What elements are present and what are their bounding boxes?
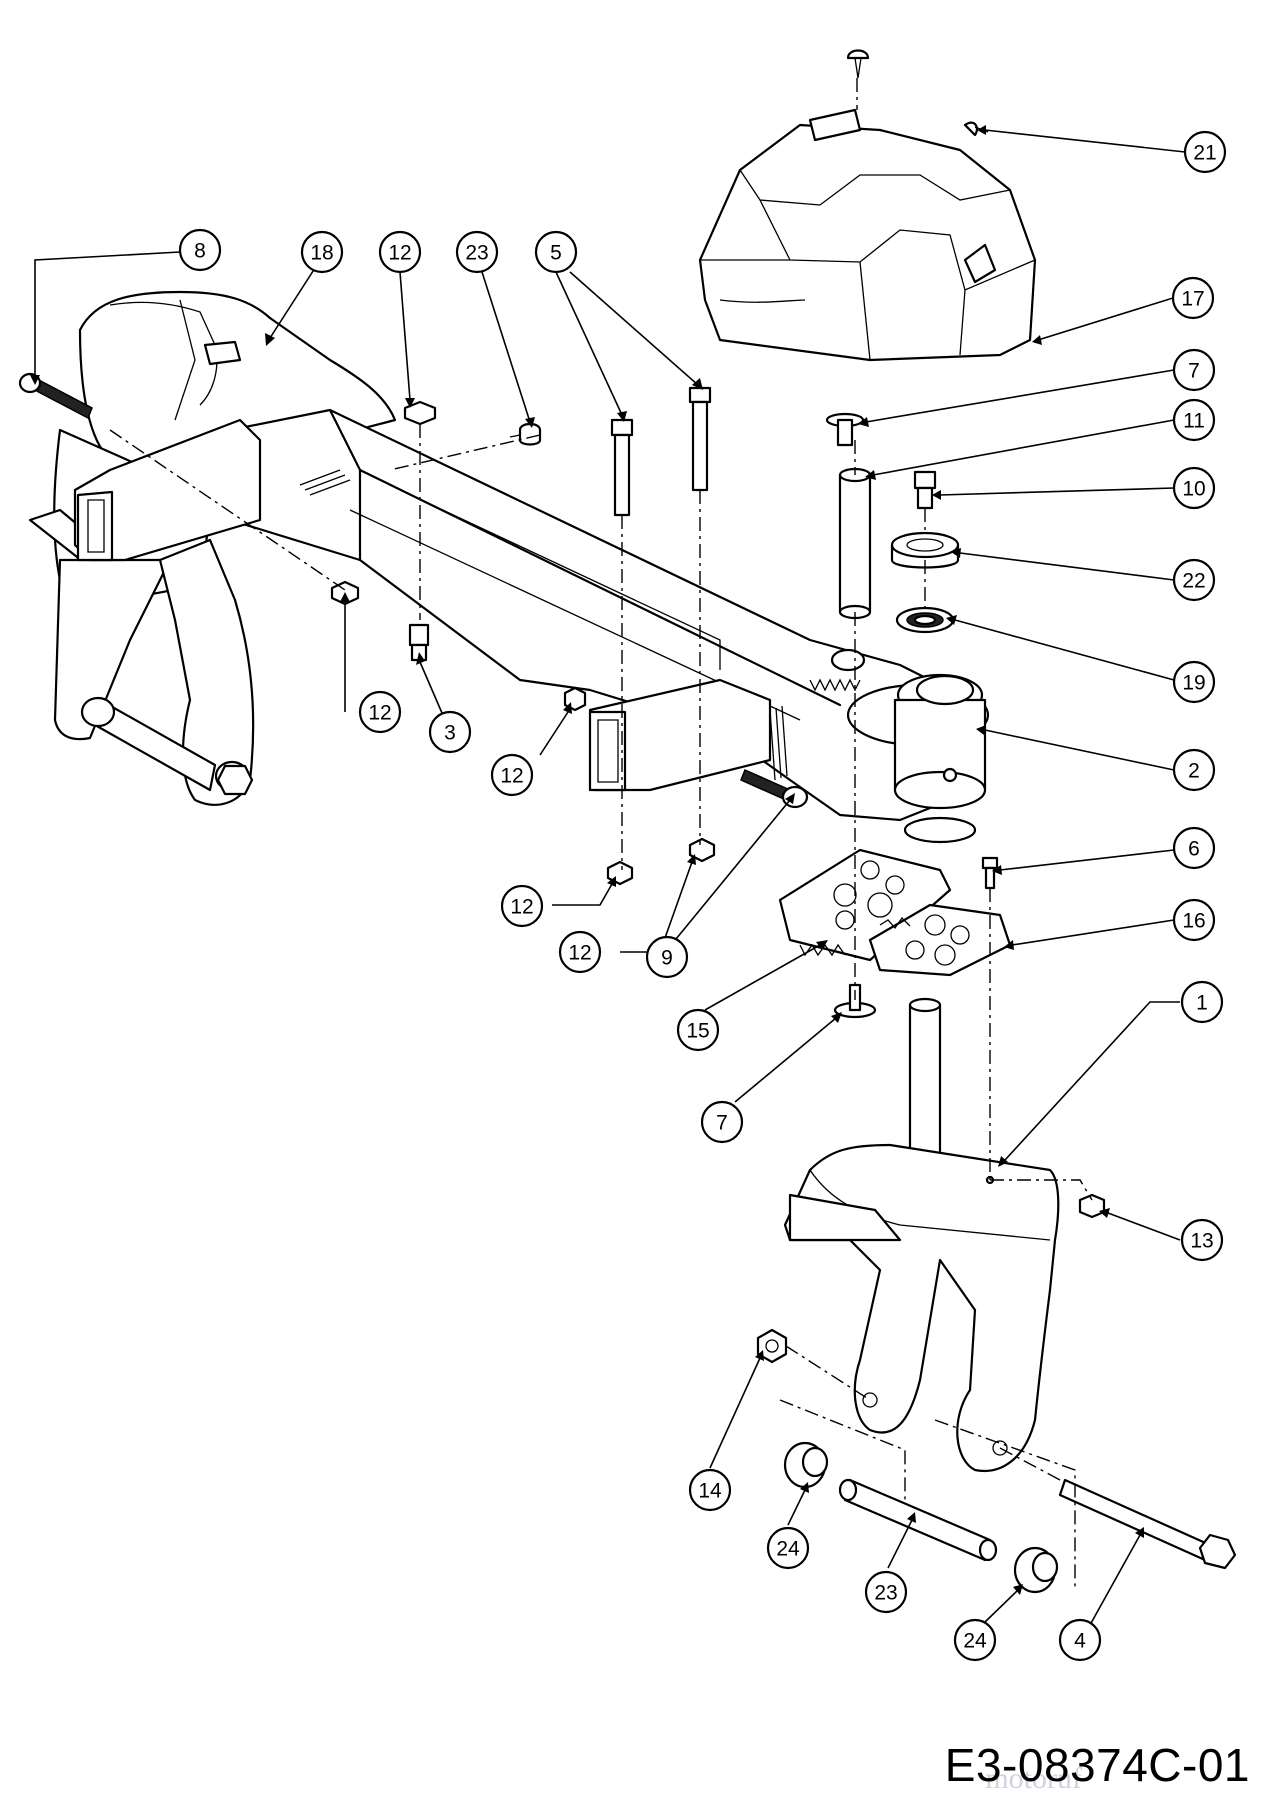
callout-24: 24 — [766, 1526, 810, 1570]
svg-text:23: 23 — [465, 242, 488, 265]
svg-text:9: 9 — [661, 947, 673, 970]
svg-text:18: 18 — [310, 242, 333, 265]
svg-text:21: 21 — [1193, 142, 1216, 165]
callout-22: 22 — [1172, 558, 1216, 602]
svg-text:1: 1 — [1196, 992, 1208, 1015]
callout-1: 1 — [1180, 980, 1224, 1024]
watermark: motoruf — [985, 1762, 1082, 1795]
part-5-bolts — [610, 386, 712, 517]
callout-3: 3 — [428, 710, 472, 754]
svg-text:6: 6 — [1188, 838, 1200, 861]
callout-16: 16 — [1172, 898, 1216, 942]
callout-5: 5 — [534, 230, 578, 274]
svg-text:11: 11 — [1183, 410, 1205, 433]
part-12-nuts — [330, 400, 716, 886]
part-7-washer-screw — [833, 983, 877, 1019]
svg-text:10: 10 — [1182, 478, 1205, 501]
part-21-screws — [846, 49, 989, 137]
callouts: 8 18 12 23 5 21 17 7 11 10 22 19 2 12 3 … — [178, 130, 1227, 1662]
part-14-nut — [756, 1328, 788, 1364]
callout-12: 12 — [358, 690, 402, 734]
leader-lines — [30, 125, 1186, 1635]
svg-text:7: 7 — [716, 1112, 728, 1135]
svg-text:8: 8 — [194, 240, 206, 263]
svg-text:12: 12 — [510, 896, 533, 919]
svg-text:23: 23 — [874, 1582, 897, 1605]
callout-23: 23 — [455, 230, 499, 274]
part-23-axle-tube — [838, 1478, 998, 1562]
callout-23: 23 — [864, 1570, 908, 1614]
svg-text:22: 22 — [1182, 570, 1205, 593]
part-stack-right — [825, 412, 960, 634]
svg-text:17: 17 — [1181, 288, 1204, 311]
callout-12: 12 — [490, 753, 534, 797]
callout-12: 12 — [378, 230, 422, 274]
part-3-bolt — [408, 623, 430, 662]
svg-text:12: 12 — [568, 942, 591, 965]
callout-6: 6 — [1172, 826, 1216, 870]
svg-text:12: 12 — [388, 242, 411, 265]
callout-11: 11 — [1172, 398, 1216, 442]
svg-text:16: 16 — [1182, 910, 1205, 933]
callout-2: 2 — [1172, 748, 1216, 792]
svg-text:5: 5 — [550, 242, 562, 265]
callout-15: 15 — [676, 1008, 720, 1052]
svg-text:4: 4 — [1074, 1630, 1086, 1653]
part-17-cover — [698, 108, 1037, 362]
callout-17: 17 — [1171, 276, 1215, 320]
part-23-pin — [509, 422, 542, 446]
callout-9: 9 — [645, 935, 689, 979]
svg-text:14: 14 — [698, 1480, 722, 1503]
part-13-nut — [1078, 1193, 1106, 1219]
part-6-bolt — [981, 856, 999, 890]
drawing-code: E3-08374C-01 — [944, 1739, 1250, 1791]
svg-text:13: 13 — [1190, 1230, 1213, 1253]
svg-text:2: 2 — [1188, 760, 1200, 783]
callout-13: 13 — [1180, 1218, 1224, 1262]
part-1-caster-fork — [783, 997, 1060, 1472]
svg-text:7: 7 — [1188, 360, 1200, 383]
callout-8: 8 — [178, 228, 222, 272]
svg-text:19: 19 — [1182, 672, 1205, 695]
callout-19: 19 — [1172, 660, 1216, 704]
callout-18: 18 — [300, 230, 344, 274]
callout-7: 7 — [1172, 348, 1216, 392]
svg-text:15: 15 — [686, 1020, 709, 1043]
part-4-long-bolt — [1058, 1478, 1237, 1570]
part-9-handle-bolt — [740, 768, 809, 809]
svg-text:24: 24 — [963, 1630, 987, 1653]
svg-text:3: 3 — [444, 722, 456, 745]
svg-text:12: 12 — [500, 765, 523, 788]
part-24-bushing — [783, 1441, 1059, 1594]
callout-24: 24 — [953, 1618, 997, 1662]
svg-text:24: 24 — [776, 1538, 800, 1561]
center-lines — [109, 78, 1093, 1590]
callout-12: 12 — [558, 930, 602, 974]
callout-14: 14 — [688, 1468, 732, 1512]
callout-12: 12 — [500, 884, 544, 928]
callout-10: 10 — [1172, 466, 1216, 510]
callout-7: 7 — [700, 1100, 744, 1144]
callout-4: 4 — [1058, 1618, 1102, 1662]
svg-text:12: 12 — [368, 702, 391, 725]
part-2-drawbar-frame — [73, 408, 990, 844]
callout-21: 21 — [1183, 130, 1227, 174]
